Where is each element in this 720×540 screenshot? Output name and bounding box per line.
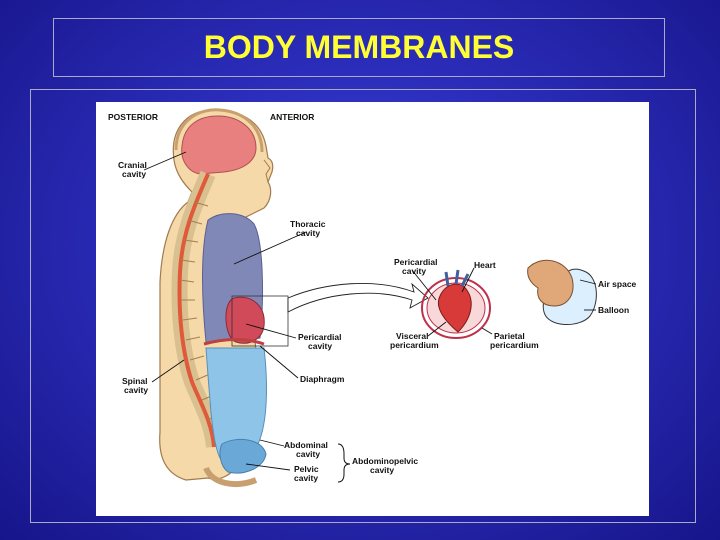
face-profile <box>263 159 271 183</box>
label-cranial-1: Cranial <box>118 160 147 170</box>
title-box: BODY MEMBRANES <box>53 18 665 77</box>
pelvic-cavity <box>219 438 267 474</box>
leader-lines <box>143 151 597 471</box>
label-cranial-2: cavity <box>122 169 146 179</box>
label-pericardial-1: Pericardial <box>298 332 341 342</box>
spinal-cavity <box>177 173 216 448</box>
vertebrae <box>179 201 221 421</box>
body-cavities-diagram: POSTERIOR ANTERIOR Cranial cavity Thorac… <box>108 108 637 487</box>
label-heart-pericardial-1: Pericardial <box>394 257 437 267</box>
heart-vessels <box>444 269 470 287</box>
label-abdominal-2: cavity <box>296 449 320 459</box>
label-spinal-1: Spinal <box>122 376 148 386</box>
label-air-space: Air space <box>598 279 637 289</box>
label-diaphragm: Diaphragm <box>300 374 345 384</box>
label-heart: Heart <box>474 260 496 270</box>
zoom-arrow <box>287 282 429 313</box>
label-spinal-2: cavity <box>124 385 148 395</box>
cranial-cavity <box>181 115 257 175</box>
diaphragm-line <box>203 338 265 346</box>
label-balloon: Balloon <box>598 305 629 315</box>
pelvis-bone <box>203 466 258 487</box>
label-visceral-1: Visceral <box>396 331 428 341</box>
label-posterior: POSTERIOR <box>108 112 158 122</box>
label-pelvic-1: Pelvic <box>294 464 319 474</box>
label-pelvic-2: cavity <box>294 473 318 483</box>
fist-icon <box>527 259 574 307</box>
label-parietal-2: pericardium <box>490 340 539 350</box>
content-frame <box>30 89 696 523</box>
heart-icon <box>438 283 472 333</box>
label-heart-pericardial-2: cavity <box>402 266 426 276</box>
label-visceral-2: pericardium <box>390 340 439 350</box>
label-parietal-1: Parietal <box>494 331 525 341</box>
label-abdominopelvic-2: cavity <box>370 465 394 475</box>
figure-panel: POSTERIOR ANTERIOR Cranial cavity Thorac… <box>96 102 649 516</box>
label-anterior: ANTERIOR <box>270 112 314 122</box>
abdominopelvic-brace <box>337 443 351 483</box>
label-thoracic-1: Thoracic <box>290 219 326 229</box>
label-pericardial-2: cavity <box>308 341 332 351</box>
skull-outline <box>174 108 264 153</box>
label-abdominopelvic-1: Abdominopelvic <box>352 456 418 466</box>
label-abdominal-1: Abdominal <box>284 440 328 450</box>
slide-title: BODY MEMBRANES <box>203 29 515 65</box>
label-thoracic-2: cavity <box>296 228 320 238</box>
